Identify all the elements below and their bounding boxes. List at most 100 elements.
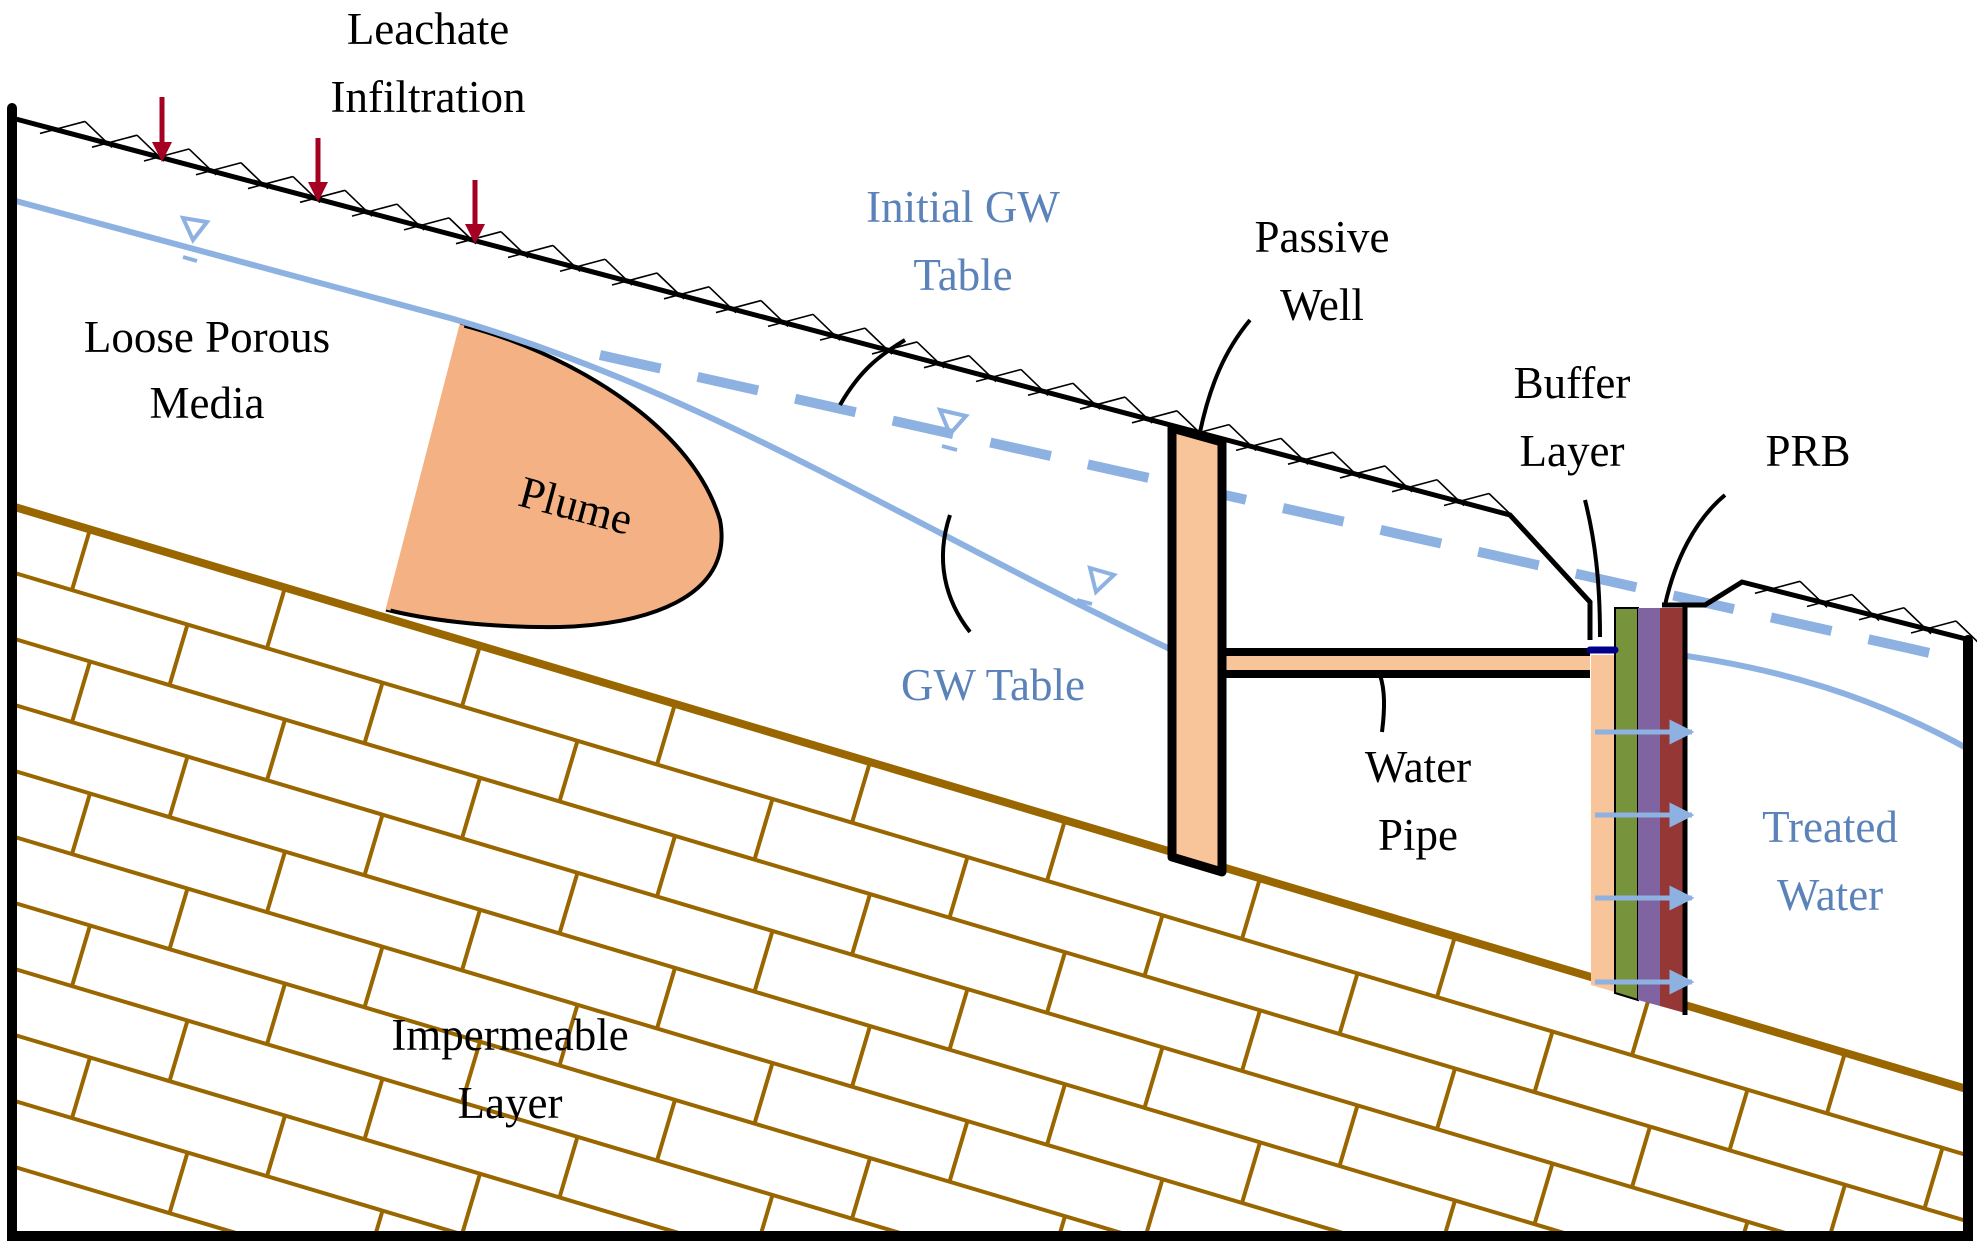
brick-joint-line (1142, 1178, 1165, 1232)
hatch-tick (1858, 606, 1905, 621)
initial-gw-label-line2: Table (913, 250, 1012, 300)
hatch-tick (1027, 382, 1074, 397)
hatch-tick (715, 299, 762, 314)
brick-joint-line (1240, 877, 1262, 940)
brick-joint-line (460, 909, 482, 971)
brick-joint-line (70, 1056, 92, 1119)
brick-joint-line (362, 814, 385, 876)
leader-water-pipe (1378, 674, 1387, 733)
brick-joint-line (1435, 1067, 1457, 1130)
brick-joint-line (557, 872, 580, 935)
prb-label: PRB (1765, 426, 1850, 476)
brick-joint-line (1045, 819, 1067, 882)
buffer-layer-label-line1: Buffer (1514, 358, 1631, 408)
brick-joint-line (1045, 1083, 1067, 1146)
hatch-tick (1806, 593, 1853, 608)
water-table-symbol (1076, 565, 1118, 606)
hatch-tick (1443, 492, 1490, 507)
brick-course-line (12, 833, 1968, 1232)
prb-assembly (1586, 605, 1688, 1015)
plume-shape (385, 322, 724, 630)
brick-joint-line (1045, 951, 1067, 1014)
brick-joint-line (557, 1004, 580, 1067)
flow-arrows (1595, 719, 1695, 995)
hatch-tick (819, 327, 866, 341)
brick-joint-line (947, 1120, 970, 1183)
hatch-tick (195, 161, 242, 176)
brick-joint-line (362, 1210, 385, 1232)
leader-prb (1663, 493, 1727, 606)
brick-joint-line (70, 660, 92, 723)
hatch-tick (1287, 451, 1334, 465)
brick-course-line (12, 1097, 1968, 1232)
brick-joint-line (362, 946, 385, 1008)
brick-joint-line (947, 988, 970, 1051)
prb-layer-red (1660, 608, 1685, 1013)
treated-water-label-line1: Treated (1762, 802, 1898, 852)
brick-joint-line (752, 1194, 775, 1232)
leader-lines (838, 318, 1727, 733)
hatch-tick (1955, 620, 1977, 643)
leader-gw-table (940, 514, 972, 634)
brick-joint-line (460, 1041, 482, 1103)
leader-passive-well (1198, 318, 1252, 433)
brick-joint-line (1532, 1030, 1555, 1093)
brick-course-line (12, 1031, 1968, 1232)
hatch-tick (1910, 620, 1957, 634)
brick-joint-line (752, 930, 775, 993)
brick-joint-line (850, 1025, 872, 1088)
brick-joint-line (1142, 1046, 1165, 1109)
hatch-tick (91, 134, 138, 148)
hatch-tick (1754, 580, 1801, 595)
brick-course-line (12, 569, 1968, 1158)
brick-joint-line (850, 1157, 872, 1220)
brick-joint-line (1435, 935, 1457, 998)
brick-joint-line (167, 887, 190, 950)
hatch-tick (1131, 410, 1178, 424)
water-pipe-label-line2: Pipe (1378, 810, 1458, 860)
water-pipe-label-line1: Water (1365, 742, 1471, 792)
hatch-tick (1235, 437, 1282, 452)
hatch-tick (611, 272, 658, 286)
hatch-tick (1079, 396, 1126, 410)
hatch-tick (1391, 478, 1438, 493)
buffer-layer-fill (1591, 655, 1615, 992)
brick-joint-line (1922, 1147, 1945, 1210)
brick-joint-line (70, 528, 92, 591)
hatch-tick (39, 120, 86, 135)
passive-well (1167, 423, 1227, 877)
brick-course-line (12, 635, 1968, 1224)
hatch-tick (559, 258, 606, 273)
brick-joint-line (167, 623, 190, 686)
treated-water-label-line2: Water (1777, 870, 1883, 920)
brick-joint-line (655, 835, 677, 898)
leachate-label-line1: Leachate (347, 4, 509, 54)
hatch-tick (663, 286, 710, 300)
loose-media-label-line2: Media (150, 378, 265, 428)
brick-joint-line (1727, 1089, 1750, 1151)
brick-joint-line (167, 1151, 190, 1214)
brick-joint-line (1337, 972, 1360, 1035)
brick-joint-line (1630, 1126, 1652, 1188)
hatch-tick (351, 203, 398, 217)
water-pipe (1222, 652, 1590, 673)
brick-joint-line (1045, 1215, 1067, 1232)
initial-gw-table-dashed (598, 350, 1972, 667)
passive-well-label-line1: Passive (1255, 212, 1390, 262)
brick-joint-line (655, 1099, 677, 1162)
brick-joint-line (1142, 914, 1165, 977)
brick-course-line (12, 899, 1968, 1232)
brick-joint-line (265, 851, 287, 913)
section-frame (7, 103, 1973, 1241)
hatch-tick (247, 175, 294, 190)
brick-joint-line (655, 967, 677, 1030)
water-table-symbol (179, 215, 211, 263)
hatch-tick (1339, 465, 1386, 479)
brick-joint-line (557, 1136, 580, 1199)
brick-joint-line (167, 755, 190, 818)
brick-joint-line (265, 1115, 287, 1177)
initial-gw-label-line1: Initial GW (866, 182, 1060, 232)
brick-joint-line (752, 798, 775, 861)
water-table-symbol (936, 407, 970, 452)
